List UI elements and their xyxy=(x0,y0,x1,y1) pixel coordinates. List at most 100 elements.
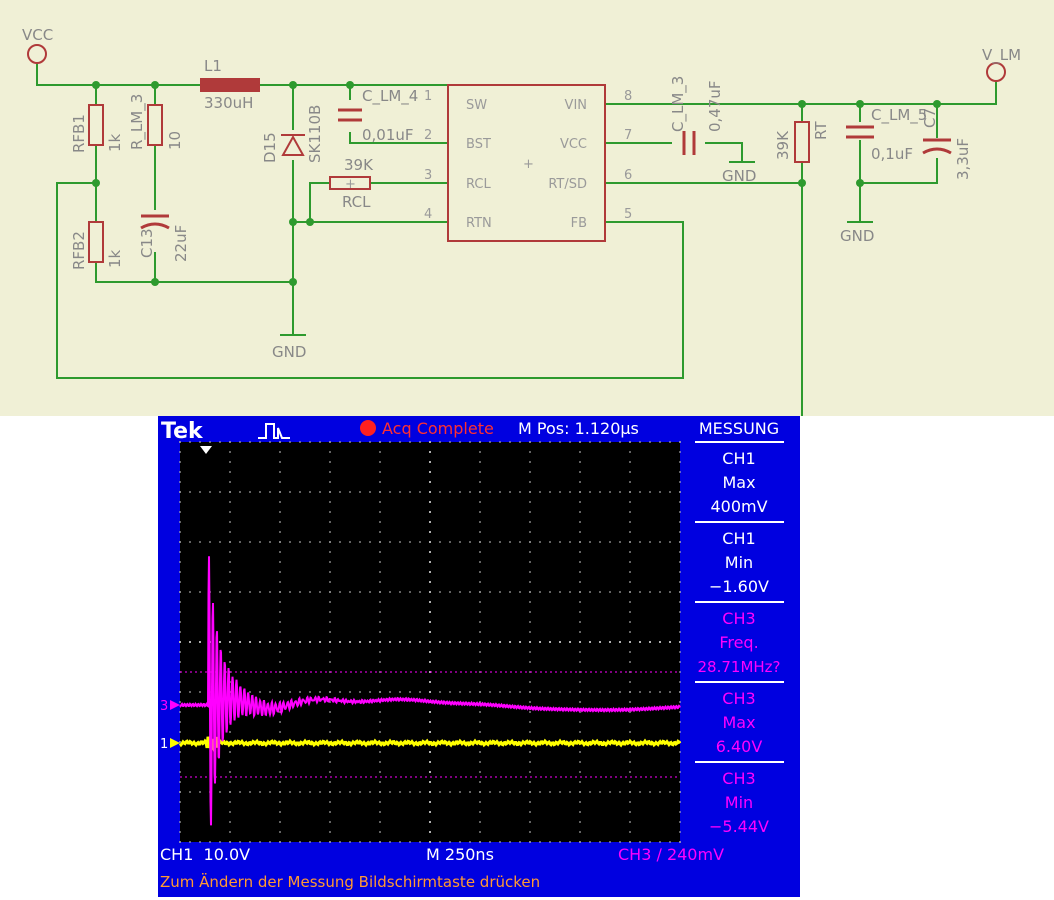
graticule-dot xyxy=(539,691,541,693)
graticule-dot xyxy=(429,451,431,453)
graticule-dot xyxy=(429,591,431,593)
graticule-dot xyxy=(499,491,501,493)
graticule-dot xyxy=(659,491,661,493)
graticule-dot xyxy=(369,791,371,793)
graticule-dot xyxy=(479,471,481,473)
graticule-dot xyxy=(269,541,271,543)
graticule-dot xyxy=(399,491,401,493)
graticule-dot xyxy=(449,841,451,843)
graticule-dot xyxy=(379,651,381,653)
horizontal-position: M Pos: 1.120µs xyxy=(518,419,639,438)
graticule-dot xyxy=(389,441,391,443)
graticule-dot xyxy=(579,581,581,583)
c-lm-4-value: 0,01uF xyxy=(362,126,414,144)
graticule-dot xyxy=(629,721,631,723)
oscilloscope-screenshot: Tek Acq Complete M Pos: 1.120µs 3 1 MESS… xyxy=(158,416,800,897)
graticule-dot xyxy=(479,611,481,613)
graticule-dot xyxy=(629,451,631,453)
measurement-button-5[interactable]: CH3 Min −5.44V xyxy=(709,769,769,836)
graticule-dot xyxy=(229,601,231,603)
graticule-dot xyxy=(419,441,421,443)
graticule-dot xyxy=(289,441,291,443)
graticule-dot xyxy=(479,511,481,513)
graticule-dot xyxy=(629,481,631,483)
graticule-dot xyxy=(179,651,181,653)
c13-value: 22uF xyxy=(172,225,190,262)
graticule-dot xyxy=(179,711,181,713)
graticule-dot xyxy=(629,441,631,443)
graticule-dot xyxy=(479,841,481,843)
graticule-dot xyxy=(479,651,481,653)
graticule-dot xyxy=(349,791,351,793)
graticule-dot xyxy=(559,591,561,593)
ic-right-pins: VIN VCC RT/SD FB 8 7 6 5 xyxy=(548,89,632,231)
graticule-dot xyxy=(529,761,531,763)
ic-pin-number: 2 xyxy=(424,128,432,143)
graticule-dot xyxy=(299,691,301,693)
graticule-dot xyxy=(599,641,601,643)
graticule-dot xyxy=(199,541,201,543)
graticule-dot xyxy=(609,691,611,693)
graticule-dot xyxy=(179,441,181,443)
graticule-dot xyxy=(669,491,671,493)
graticule-dot xyxy=(269,441,271,443)
graticule-dot xyxy=(469,591,471,593)
graticule-dot xyxy=(489,691,491,693)
graticule-dot xyxy=(649,691,651,693)
graticule-dot xyxy=(329,841,331,843)
measurement-button-1[interactable]: CH1 Max 400mV xyxy=(695,449,784,523)
measurement-value: −5.44V xyxy=(709,817,769,836)
graticule-dot xyxy=(509,441,511,443)
graticule-dot xyxy=(179,481,181,483)
ic-pin-label: RT/SD xyxy=(548,177,587,192)
graticule-dot xyxy=(679,511,681,513)
acquisition-status-icon xyxy=(360,420,376,436)
graticule-dot xyxy=(579,591,581,593)
graticule-dot xyxy=(329,541,331,543)
graticule-dot xyxy=(509,841,511,843)
graticule-dot xyxy=(589,591,591,593)
graticule-dot xyxy=(479,481,481,483)
graticule-dot xyxy=(229,511,231,513)
graticule-dot xyxy=(479,561,481,563)
graticule-dot xyxy=(449,591,451,593)
graticule-dot xyxy=(329,481,331,483)
graticule-dot xyxy=(429,601,431,603)
graticule-dot xyxy=(289,491,291,493)
graticule-dot xyxy=(279,501,281,503)
graticule-dot xyxy=(529,551,531,553)
graticule-dot xyxy=(479,751,481,753)
graticule-dot xyxy=(519,841,521,843)
graticule-dot xyxy=(379,581,381,583)
graticule-dot xyxy=(439,441,441,443)
ch3-waveform xyxy=(179,556,681,826)
graticule-dot xyxy=(459,441,461,443)
graticule-dot xyxy=(179,601,181,603)
graticule-dot xyxy=(389,691,391,693)
graticule-dot xyxy=(379,711,381,713)
measurement-button-4[interactable]: CH3 Max 6.40V xyxy=(695,689,784,763)
graticule-dot xyxy=(419,791,421,793)
graticule-dot xyxy=(609,441,611,443)
graticule-dot xyxy=(669,591,671,593)
graticule-dot xyxy=(289,841,291,843)
graticule-dot xyxy=(429,821,431,823)
measurement-button-2[interactable]: CH1 Min −1.60V xyxy=(695,529,784,603)
rfb1-value: 1k xyxy=(106,133,124,152)
graticule-dot xyxy=(579,531,581,533)
resistor-rfb2 xyxy=(88,221,104,263)
graticule-dot xyxy=(379,611,381,613)
graticule-dot xyxy=(189,691,191,693)
measurement-value: 28.71MHz? xyxy=(698,658,781,676)
graticule-dot xyxy=(679,471,681,473)
graticule-dot xyxy=(429,811,431,813)
graticule-dot xyxy=(359,641,361,643)
graticule-dot xyxy=(529,581,531,583)
graticule-dot xyxy=(349,491,351,493)
graticule-dot xyxy=(179,761,181,763)
graticule-dot xyxy=(549,791,551,793)
measurement-button-3[interactable]: CH3 Freq. 28.71MHz? xyxy=(695,609,784,683)
graticule-dot xyxy=(659,541,661,543)
graticule-dot xyxy=(229,441,231,443)
graticule-dot xyxy=(629,841,631,843)
